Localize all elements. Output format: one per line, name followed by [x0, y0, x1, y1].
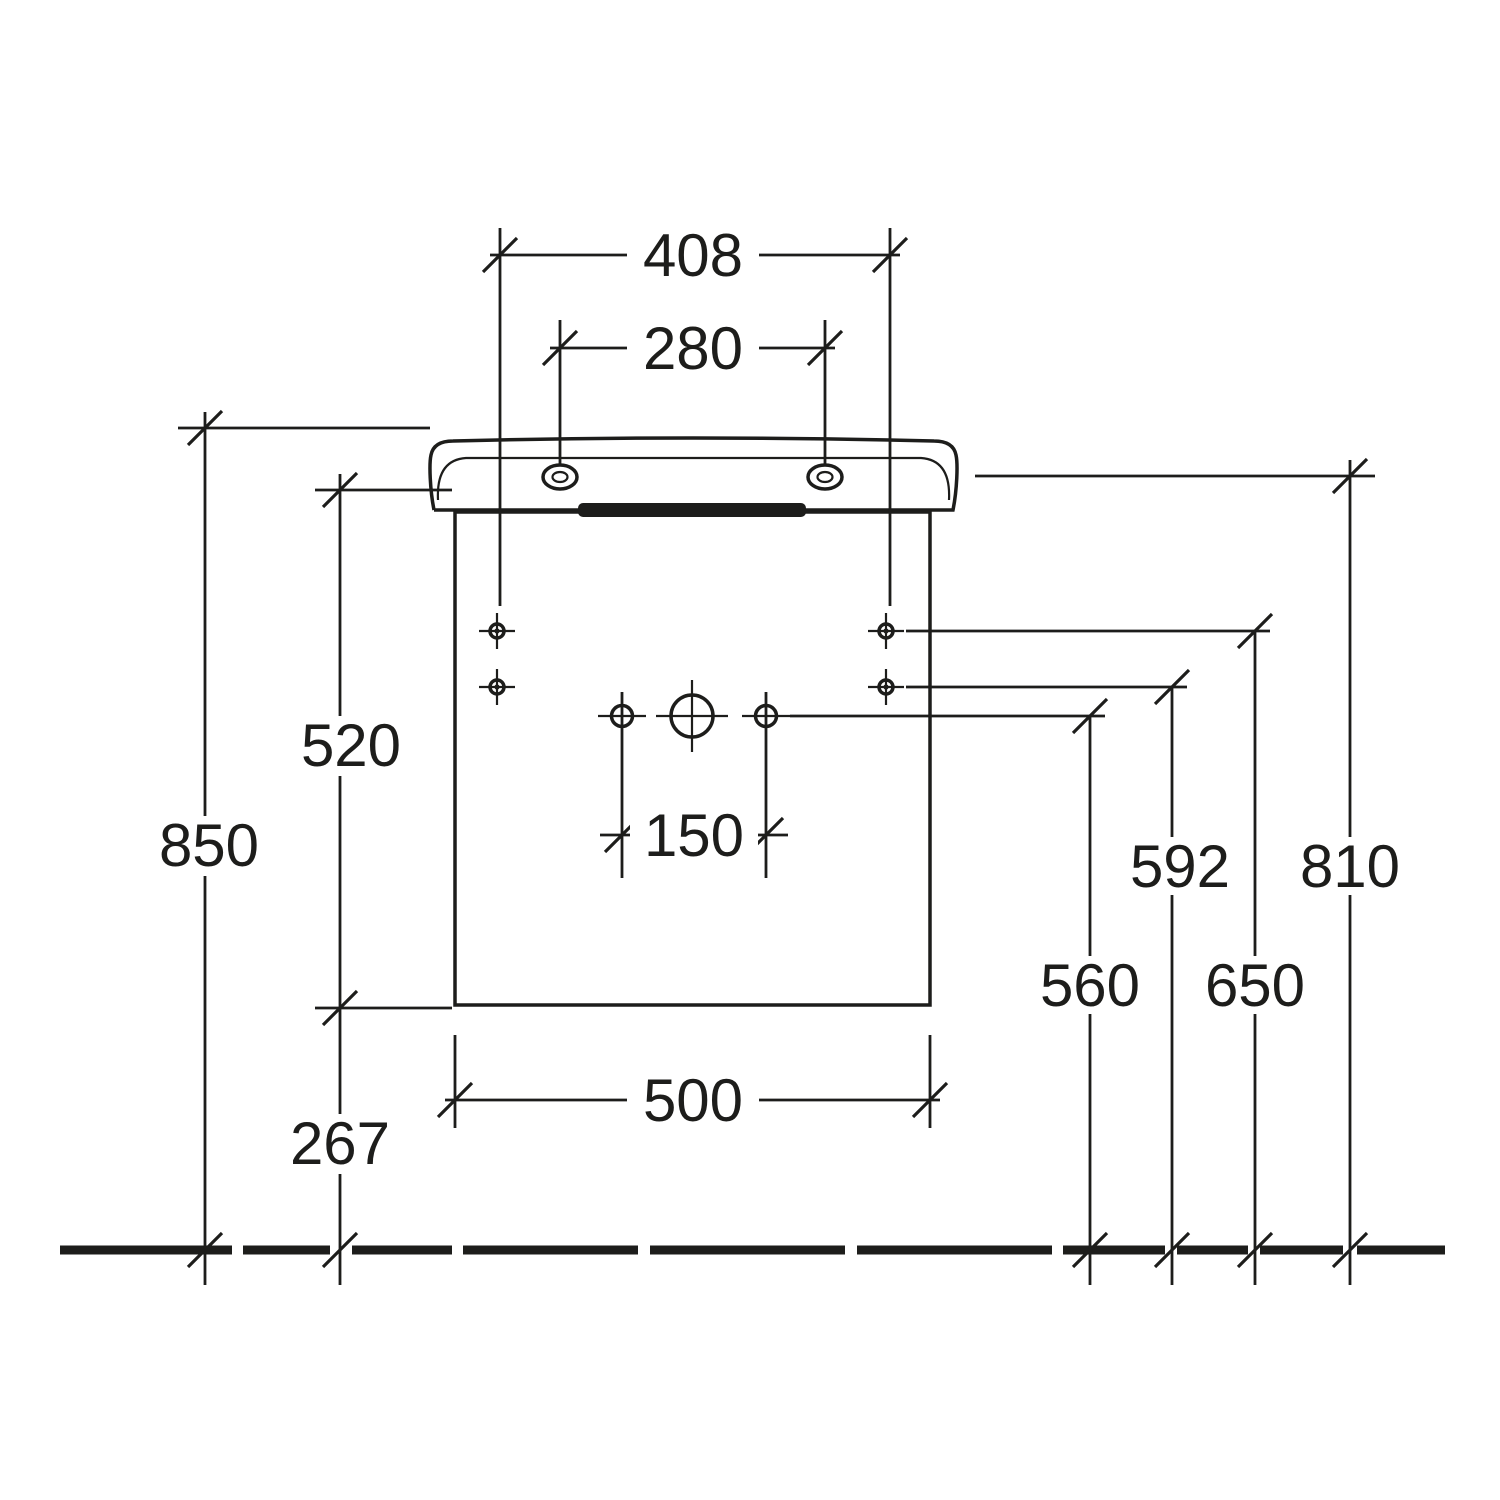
dimension-tick — [806, 329, 844, 367]
dim-850-label: 850 — [159, 812, 259, 879]
dimension-tick — [481, 236, 519, 274]
dimension-tick — [1331, 457, 1369, 495]
hole-center-dot — [883, 628, 889, 634]
tap-hole-right — [806, 463, 844, 491]
dim-650-label: 650 — [1205, 952, 1305, 1019]
label-mask — [1287, 837, 1413, 895]
mounting-hole — [488, 678, 506, 696]
dimension-850: 850 — [146, 409, 430, 1285]
dimension-tick — [321, 471, 359, 509]
basin-outer-edge — [428, 436, 959, 512]
label-mask — [288, 716, 414, 776]
label-mask — [1192, 956, 1318, 1014]
label-mask — [1117, 837, 1243, 895]
cabinet-outline — [453, 510, 932, 1007]
dimension-500: 500 — [436, 1035, 949, 1134]
dimension-tick — [1331, 1231, 1369, 1269]
dimension-tick — [436, 1081, 474, 1119]
dim-520-label: 520 — [301, 712, 401, 779]
tap-hole-left-inner — [551, 470, 569, 484]
tap-hole-left — [541, 463, 579, 491]
mounting-holes — [479, 613, 904, 705]
dimension-tick — [1236, 612, 1274, 650]
dimension-tick — [1153, 668, 1191, 706]
dimension-150: 150 — [600, 692, 788, 878]
dimension-tick — [186, 409, 224, 447]
label-mask — [146, 816, 272, 876]
label-mask — [1027, 956, 1153, 1014]
mounting-hole — [877, 622, 895, 640]
hole-center-dot — [883, 684, 889, 690]
dim-150-label: 150 — [644, 802, 744, 869]
dim-810-label: 810 — [1300, 833, 1400, 900]
dimension-tick — [321, 989, 359, 1027]
dimension-tick — [186, 1231, 224, 1269]
drain-fittings — [598, 680, 790, 752]
dimension-tick — [541, 329, 579, 367]
mounting-hole — [488, 622, 506, 640]
vanity-cabinet — [453, 503, 932, 1007]
dimension-810: 810 — [975, 457, 1413, 1285]
tap-hole-right-inner — [816, 470, 834, 484]
dim-500-label: 500 — [643, 1067, 743, 1134]
dimension-tick — [1153, 1231, 1191, 1269]
dim-560-label: 560 — [1040, 952, 1140, 1019]
dimension-tick — [911, 1081, 949, 1119]
hole-center-dot — [494, 684, 500, 690]
dimension-592: 592 — [906, 668, 1243, 1285]
washbasin-outline — [428, 436, 959, 512]
label-mask — [627, 319, 759, 379]
label-mask — [627, 1071, 759, 1129]
dim-408-label: 408 — [643, 222, 743, 289]
dimension-tick — [321, 1231, 359, 1269]
label-mask — [277, 1114, 403, 1174]
dimension-tick — [871, 236, 909, 274]
dimension-650: 650 — [906, 612, 1318, 1285]
hole-center-dot — [494, 628, 500, 634]
dim-592-label: 592 — [1130, 833, 1230, 900]
basin-inner-edge — [436, 456, 951, 501]
dimension-tick — [1236, 1231, 1274, 1269]
dimension-520-267: 520 267 — [277, 471, 452, 1285]
label-mask — [630, 806, 758, 864]
dim-267-label: 267 — [290, 1110, 390, 1177]
drain-hole — [669, 693, 715, 739]
dimension-280: 280 — [541, 315, 844, 464]
shadow-gap-slot — [578, 503, 806, 517]
dim-280-label: 280 — [643, 315, 743, 382]
dimension-tick — [1071, 1231, 1109, 1269]
dimension-560: 560 — [790, 697, 1153, 1285]
label-mask — [627, 226, 759, 286]
dimension-408: 408 — [481, 222, 909, 606]
dimension-tick — [1071, 697, 1109, 735]
mounting-hole — [877, 678, 895, 696]
